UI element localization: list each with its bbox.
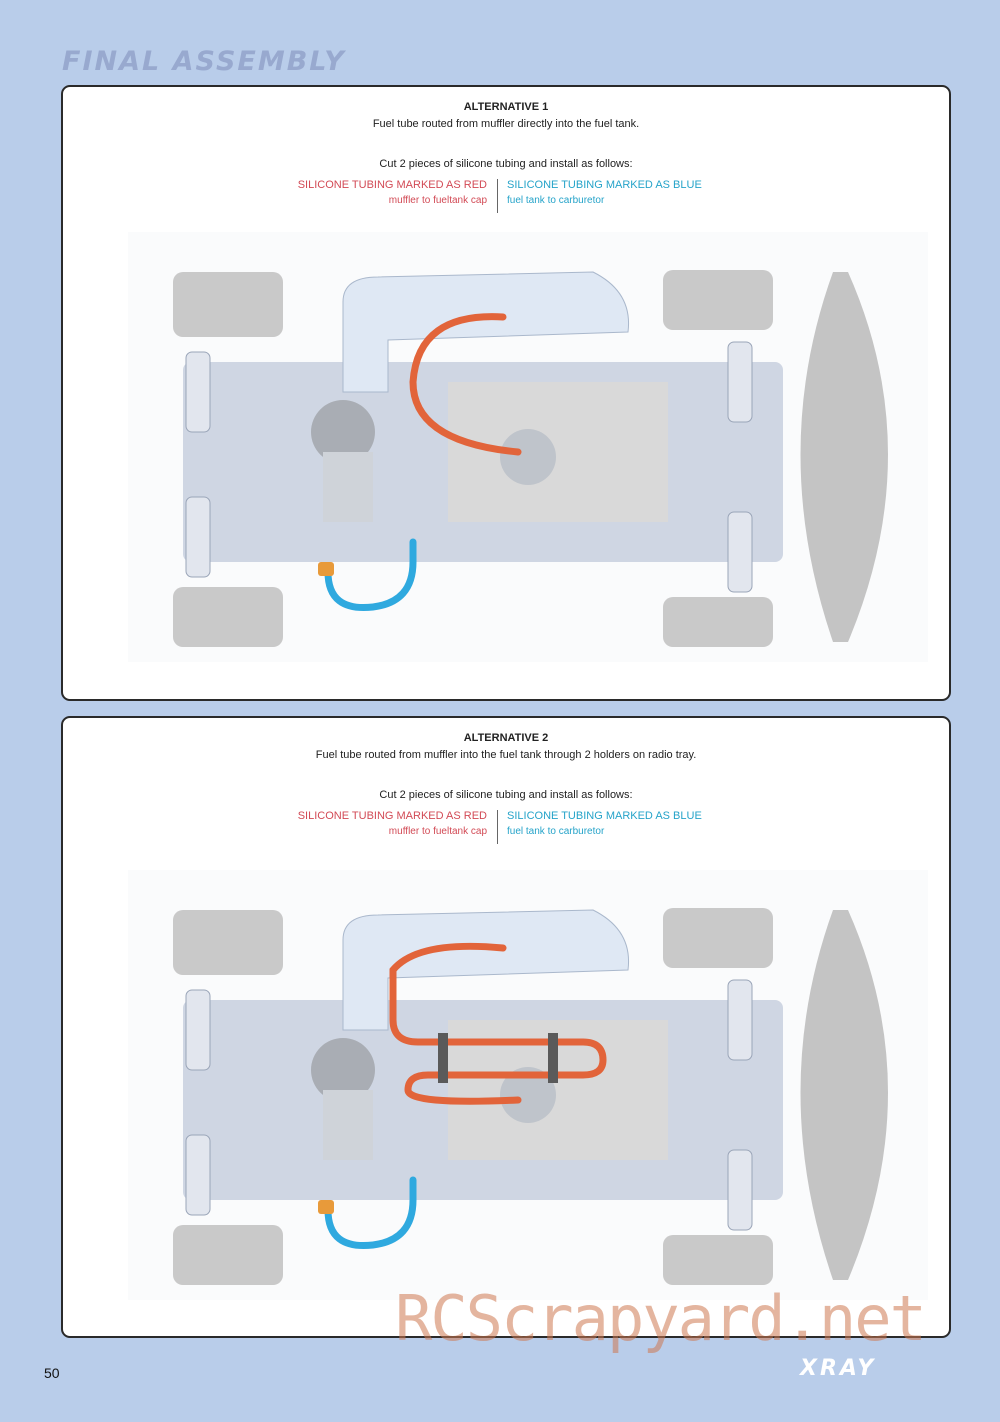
tubing-legend: SILICONE TUBING MARKED AS RED muffler to… (63, 177, 949, 213)
panel-description: Fuel tube routed from muffler into the f… (315, 749, 697, 761)
legend-divider (497, 810, 498, 844)
muffler (342, 271, 630, 393)
engine-flywheel (311, 400, 375, 464)
alternative-2-panel: ALTERNATIVE 2 Fuel tube routed from muff… (61, 716, 951, 1338)
wheel-front-right (663, 908, 773, 968)
wheel-rear-right (663, 597, 773, 647)
red-tubing-route: muffler to fueltank cap (388, 195, 487, 206)
blue-tubing-legend: SILICONE TUBING MARKED AS BLUE fuel tank… (507, 177, 702, 209)
blue-tubing-label: SILICONE TUBING MARKED AS BLUE (507, 810, 702, 822)
front-bumper (800, 272, 888, 642)
blue-tube (324, 538, 417, 612)
blue-tubing-route: fuel tank to carburetor (507, 195, 605, 206)
carburetor-fitting (318, 1200, 334, 1214)
watermark: RCScrapyard.net (395, 1282, 927, 1355)
panel-title: ALTERNATIVE 1 (463, 101, 549, 113)
front-bumper (800, 910, 888, 1280)
carburetor-fitting (318, 562, 334, 576)
wheel-front-right (663, 270, 773, 330)
blue-tubing-route: fuel tank to carburetor (507, 826, 605, 837)
fuel-tank (500, 1067, 556, 1123)
brand-logo: XRAY (800, 1356, 877, 1381)
blue-tubing-label: SILICONE TUBING MARKED AS BLUE (507, 179, 702, 191)
wheel-front-left (173, 910, 283, 975)
chassis-illustration (128, 870, 928, 1300)
tube-holder-1 (438, 1033, 448, 1083)
red-tubing-label: SILICONE TUBING MARKED AS RED (297, 179, 487, 191)
engine-flywheel (311, 1038, 375, 1102)
panel-description: Fuel tube routed from muffler directly i… (372, 118, 640, 130)
wheel-rear-right (663, 1235, 773, 1285)
tubing-legend: SILICONE TUBING MARKED AS RED muffler to… (63, 808, 949, 844)
red-tubing-route: muffler to fueltank cap (388, 826, 487, 837)
tube-holder-2 (548, 1033, 558, 1083)
alternative-1-panel: ALTERNATIVE 1 Fuel tube routed from muff… (61, 85, 951, 701)
legend-divider (497, 179, 498, 213)
engine-block (323, 1090, 373, 1160)
panel-title: ALTERNATIVE 2 (463, 732, 549, 744)
red-tubing-label: SILICONE TUBING MARKED AS RED (297, 810, 487, 822)
wheel-rear-left (173, 587, 283, 647)
page-number: 50 (44, 1365, 60, 1381)
chassis-illustration (128, 232, 928, 662)
muffler (342, 909, 630, 1031)
cut-instruction: Cut 2 pieces of silicone tubing and inst… (379, 789, 633, 801)
red-tubing-legend: SILICONE TUBING MARKED AS RED muffler to… (298, 808, 487, 840)
red-tube (389, 942, 607, 1105)
wheel-rear-left (173, 1225, 283, 1285)
blue-tubing-legend: SILICONE TUBING MARKED AS BLUE fuel tank… (507, 808, 702, 840)
blue-tube (324, 1176, 417, 1250)
engine-block (323, 452, 373, 522)
fuel-tank (500, 429, 556, 485)
cut-instruction: Cut 2 pieces of silicone tubing and inst… (379, 158, 633, 170)
wheel-front-left (173, 272, 283, 337)
section-title: FINAL ASSEMBLY (62, 46, 346, 77)
radio-tray (448, 382, 668, 522)
red-tube (409, 313, 522, 456)
red-tubing-legend: SILICONE TUBING MARKED AS RED muffler to… (298, 177, 487, 209)
